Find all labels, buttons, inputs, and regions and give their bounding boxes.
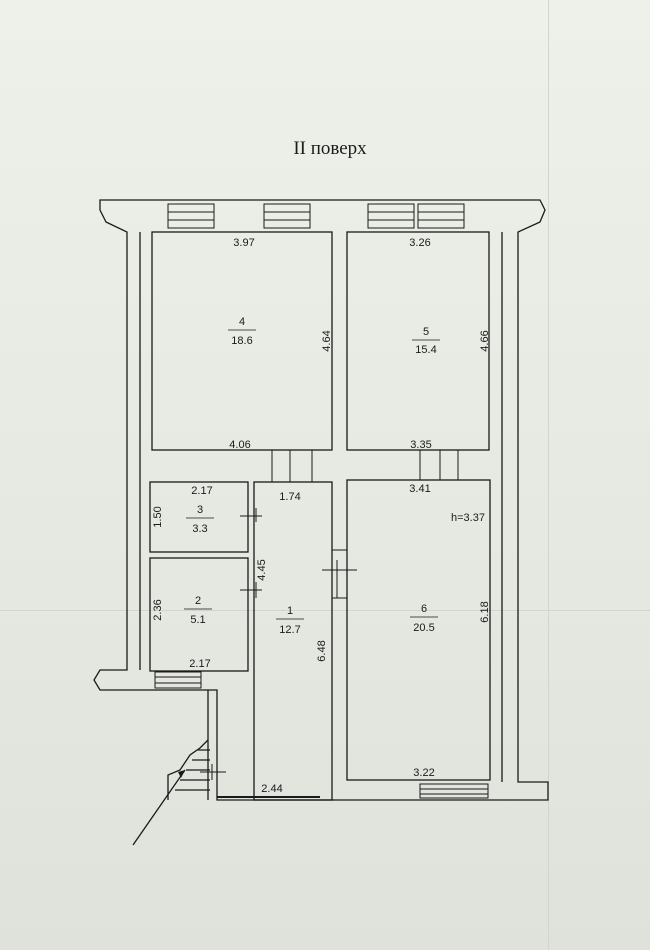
grid-line (548, 0, 549, 950)
dimension: 2.17 (191, 485, 212, 497)
dimension: 3.26 (409, 237, 430, 249)
room-1 (253, 481, 333, 801)
window (417, 203, 465, 229)
floor-title: II поверх (293, 138, 367, 159)
room-area: 15.4 (415, 344, 436, 356)
grid-line (0, 610, 650, 611)
arrow-head (178, 770, 185, 778)
window (419, 783, 489, 799)
dimension: 2.36 (152, 599, 164, 620)
window (167, 203, 215, 229)
room-6 (346, 479, 491, 781)
dimension: 4.66 (479, 330, 491, 351)
outer-wall (93, 199, 549, 801)
ceiling-height: h=3.37 (451, 512, 485, 524)
dimension: 2.44 (261, 783, 282, 795)
room-area: 18.6 (231, 335, 252, 347)
stair-arrow (132, 769, 186, 846)
dimension: 4.64 (321, 330, 333, 351)
room-area: 5.1 (190, 614, 205, 626)
room-labels: 4 18.6 5 15.4 3 3.3 2 5.1 1 12.7 6 20.5 (184, 316, 440, 636)
room-4 (151, 231, 333, 451)
room-5 (346, 231, 490, 451)
dimension: 1.50 (152, 506, 164, 527)
window (367, 203, 415, 229)
dimension: 1.74 (279, 491, 300, 503)
stair (167, 739, 209, 800)
dimension: 4.06 (229, 439, 250, 451)
room-area: 12.7 (279, 624, 300, 636)
room-area: 20.5 (413, 622, 434, 634)
dimension: 3.97 (233, 237, 254, 249)
dimension: 4.45 (256, 559, 268, 580)
stair-steps (175, 749, 210, 791)
dimension: 2.17 (189, 658, 210, 670)
dimension-labels: 3.97 4.64 4.06 3.26 4.66 3.35 2.17 1.50 … (152, 237, 491, 795)
dimension: 6.48 (316, 640, 328, 661)
room-number: 1 (287, 605, 293, 617)
room-number: 4 (239, 316, 245, 328)
dimension: 3.35 (410, 439, 431, 451)
window (263, 203, 311, 229)
room-area: 3.3 (192, 523, 207, 535)
dimension: 6.18 (479, 601, 491, 622)
window (154, 671, 202, 689)
room-number: 6 (421, 603, 427, 615)
room-number: 3 (197, 504, 203, 516)
room-number: 5 (423, 326, 429, 338)
dimension: 3.41 (409, 483, 430, 495)
dimension: 3.22 (413, 767, 434, 779)
room-2 (149, 557, 249, 672)
room-number: 2 (195, 595, 201, 607)
